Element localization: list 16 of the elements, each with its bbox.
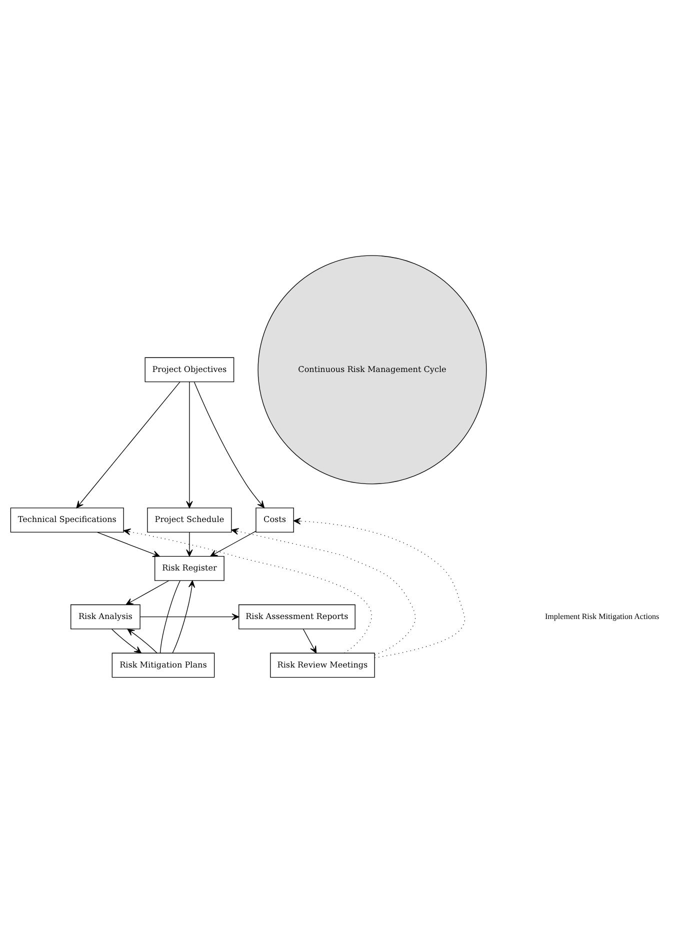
arrow — [127, 628, 158, 654]
arrow — [194, 382, 265, 508]
arrow — [123, 528, 372, 654]
arrow — [302, 628, 317, 654]
arrow — [76, 382, 180, 508]
arrow — [186, 532, 193, 557]
connector — [160, 580, 180, 654]
arrow — [111, 628, 142, 654]
arrow — [293, 518, 466, 658]
arrow — [126, 580, 170, 605]
arrow — [96, 532, 160, 558]
arrow — [231, 528, 416, 656]
arrow — [210, 530, 256, 557]
arrow — [186, 382, 193, 508]
arrow — [140, 613, 240, 620]
arrow — [172, 580, 196, 654]
